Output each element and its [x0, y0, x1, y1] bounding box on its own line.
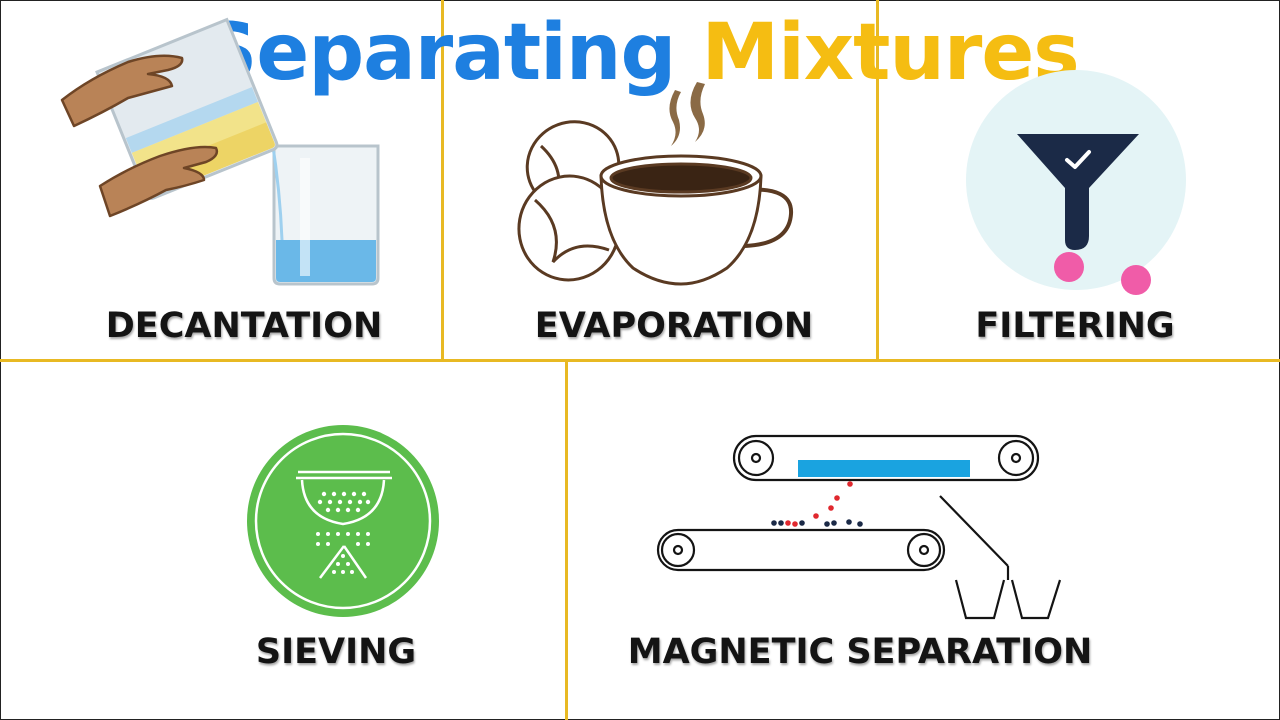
- filtering-illustration: [966, 70, 1186, 295]
- magnet-bar: [798, 460, 970, 477]
- steam-icon: [669, 82, 705, 146]
- evaporation-label: EVAPORATION: [534, 306, 814, 346]
- particle-dot: [1054, 252, 1084, 282]
- divider-horizontal: [0, 359, 1280, 362]
- title-word-mixtures: Mixtures: [701, 8, 1079, 98]
- decantation-label: DECANTATION: [105, 306, 383, 346]
- sieving-illustration: [247, 425, 439, 617]
- evaporation-illustration: [517, 82, 794, 286]
- filtering-label: FILTERING: [975, 306, 1175, 346]
- top-conveyor-icon: [732, 434, 1040, 482]
- coffee-cup-icon: [599, 154, 794, 286]
- bottom-conveyor-icon: [656, 528, 946, 572]
- magnetic-separation-label: MAGNETIC SEPARATION: [627, 632, 1093, 672]
- collection-bins-icon: [939, 495, 1062, 620]
- funnel-icon: [1017, 134, 1139, 250]
- magnetic-separation-illustration: [656, 434, 1062, 620]
- decantation-illustration: [60, 17, 380, 286]
- title-word-separating: Separating: [201, 8, 676, 98]
- checkmark-icon: [1065, 150, 1091, 169]
- divider-bottom: [565, 360, 568, 720]
- sieve-particles: [316, 491, 371, 574]
- divider-top-2: [876, 0, 879, 360]
- particle-dot: [1121, 265, 1151, 295]
- page-title: Separating Mixtures: [0, 0, 1280, 108]
- particles-icon: [771, 481, 863, 527]
- hands-icon: [60, 54, 219, 218]
- coffee-beans-icon: [517, 120, 621, 282]
- sieve-badge: [247, 425, 439, 617]
- sieve-icon: [296, 470, 392, 579]
- sieving-label: SIEVING: [255, 632, 417, 672]
- receiving-beaker-icon: [266, 144, 380, 286]
- divider-top-1: [441, 0, 444, 360]
